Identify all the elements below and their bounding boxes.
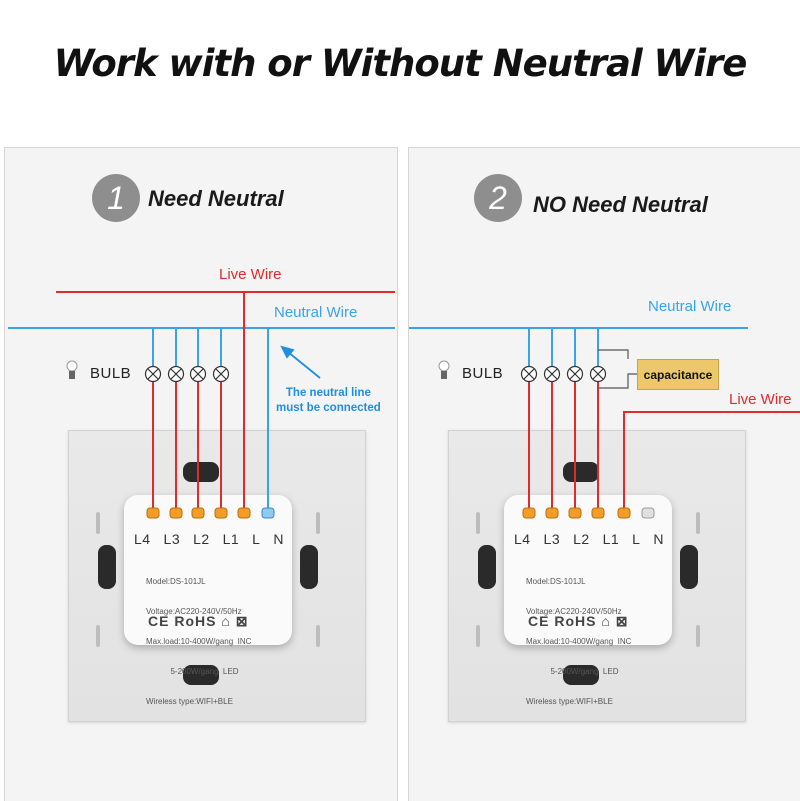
terminal-label: L2 [193, 531, 210, 547]
bulb-icon [66, 360, 78, 379]
mount-slot [300, 545, 318, 589]
cert-text: CE RoHS [148, 613, 217, 629]
spec-line: Max.load:10-400W/gang INC [146, 637, 252, 646]
live-wire-label: Live Wire [729, 391, 792, 408]
plate-notch [696, 625, 700, 647]
terminal-label: N [653, 531, 664, 547]
spec-line: Wireless type:WIFI+BLE [146, 697, 233, 706]
spec-line: Voltage:AC220-240V/50Hz [146, 607, 242, 616]
mount-slot [563, 665, 599, 685]
mount-slot [563, 462, 599, 482]
wheelie-bin-icon: ⊠ [615, 613, 629, 629]
neutral-wire-label: Neutral Wire [648, 298, 732, 315]
spec-line: Max.load:10-400W/gang INC [526, 637, 632, 646]
lamp-x-icon [144, 365, 162, 383]
page-title: Work with or Without Neutral Wire [53, 42, 748, 85]
lamp-x-icon [589, 365, 607, 383]
terminal-label: L2 [573, 531, 590, 547]
plate-notch [316, 512, 320, 534]
neutral-note: The neutral line must be connected [276, 386, 381, 416]
module-spec: Model:DS-101JL Voltage:AC220-240V/50Hz M… [146, 557, 251, 727]
spec-line: Model:DS-101JL [526, 577, 586, 586]
step-number-1: 1 [92, 174, 140, 222]
lamp-x-icon [212, 365, 230, 383]
bulb-label: BULB [462, 365, 504, 382]
plate-notch [96, 512, 100, 534]
lamp-x-icon [566, 365, 584, 383]
terminal-label: L1 [222, 531, 240, 547]
arrow-icon [280, 345, 321, 379]
spec-line: 5-200W/gang LED [526, 667, 619, 676]
cert-marks: CE RoHS ⌂ ⊠ [148, 613, 248, 630]
terminal-label: L [632, 531, 641, 547]
cert-marks: CE RoHS ⌂ ⊠ [528, 613, 628, 630]
spec-line: Voltage:AC220-240V/50Hz [526, 607, 622, 616]
lamp-x-icon [167, 365, 185, 383]
terminal-label: L4 [514, 531, 531, 547]
terminal-label: L1 [602, 531, 620, 547]
capacitance-box: capacitance [637, 359, 719, 390]
plate-notch [476, 512, 480, 534]
plate-notch [96, 625, 100, 647]
spec-line: Wireless type:WIFI+BLE [526, 697, 613, 706]
plate-notch [316, 625, 320, 647]
house-icon: ⌂ [601, 613, 611, 629]
terminal-label: L3 [163, 531, 181, 547]
mount-slot [478, 545, 496, 589]
mount-slot [98, 545, 116, 589]
mount-slot [183, 665, 219, 685]
switch-module-1: L4 L3 L2 L1 L N Model:DS-101JL Voltage:A… [124, 495, 292, 706]
spec-line: Model:DS-101JL [146, 577, 206, 586]
mount-slot [680, 545, 698, 589]
plate-notch [476, 625, 480, 647]
wheelie-bin-icon: ⊠ [235, 613, 249, 629]
module-spec: Model:DS-101JL Voltage:AC220-240V/50Hz M… [526, 557, 631, 727]
cert-text: CE RoHS [528, 613, 597, 629]
terminal-labels: L4 L3 L2 L1 L N [514, 531, 664, 547]
panel-heading-1: Need Neutral [148, 186, 284, 211]
bulb-icon [438, 360, 450, 379]
terminal-labels: L4 L3 L2 L1 L N [134, 531, 284, 547]
house-icon: ⌂ [221, 613, 231, 629]
note-line: must be connected [276, 402, 381, 414]
terminal-label: L3 [543, 531, 561, 547]
lamp-x-icon [543, 365, 561, 383]
live-wire-line [623, 411, 800, 512]
terminal-label: L4 [134, 531, 151, 547]
terminal-label: N [273, 531, 284, 547]
mount-slot [183, 462, 219, 482]
panel-heading-2: NO Need Neutral [533, 192, 708, 217]
live-wire-label: Live Wire [219, 266, 282, 283]
step-number-2: 2 [474, 174, 522, 222]
terminal-label: L [252, 531, 261, 547]
lamp-x-icon [189, 365, 207, 383]
neutral-wire-label: Neutral Wire [274, 304, 358, 321]
note-line: The neutral line [285, 387, 371, 399]
spec-line: 5-200W/gang LED [146, 667, 239, 676]
bulb-label: BULB [90, 365, 132, 382]
plate-notch [696, 512, 700, 534]
switch-module-2: L4 L3 L2 L1 L N Model:DS-101JL Voltage:A… [504, 495, 672, 706]
lamp-x-icon [520, 365, 538, 383]
